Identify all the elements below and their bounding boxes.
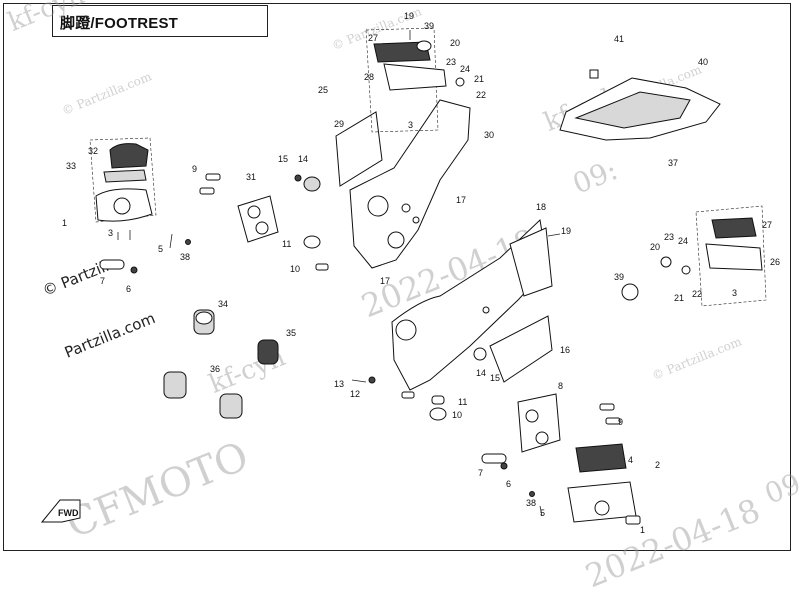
callout-24: 24 bbox=[460, 64, 470, 74]
callout-26: 26 bbox=[770, 257, 780, 267]
callout-21: 21 bbox=[474, 74, 484, 84]
callout-6: 6 bbox=[126, 284, 131, 294]
fwd-label: FWD bbox=[58, 508, 79, 518]
callout-39: 39 bbox=[424, 21, 434, 31]
callout-30: 30 bbox=[484, 130, 494, 140]
callout-38: 38 bbox=[526, 498, 536, 508]
callout-layer: 1123334556677899101011111213141415151617… bbox=[62, 11, 780, 535]
callout-5: 5 bbox=[540, 508, 545, 518]
callout-17: 17 bbox=[456, 195, 466, 205]
callout-4: 4 bbox=[628, 455, 633, 465]
callout-21: 21 bbox=[674, 293, 684, 303]
callout-16: 16 bbox=[560, 345, 570, 355]
callout-36: 36 bbox=[210, 364, 220, 374]
callout-19: 19 bbox=[404, 11, 414, 21]
callout-11: 11 bbox=[282, 239, 291, 249]
callout-11: 11 bbox=[458, 397, 467, 407]
title-box bbox=[52, 5, 268, 37]
callout-22: 22 bbox=[692, 289, 702, 299]
diagram-frame bbox=[3, 3, 791, 551]
callout-17: 17 bbox=[380, 276, 390, 286]
callout-27: 27 bbox=[368, 33, 378, 43]
callout-5: 5 bbox=[158, 244, 163, 254]
callout-15: 15 bbox=[278, 154, 288, 164]
main-left-bracket bbox=[335, 99, 471, 269]
fwd-arrow-icon bbox=[40, 499, 81, 523]
callout-22: 22 bbox=[476, 90, 486, 100]
callout-3: 3 bbox=[408, 120, 413, 130]
callout-6: 6 bbox=[506, 479, 511, 489]
callout-3: 3 bbox=[732, 288, 737, 298]
callout-10: 10 bbox=[290, 264, 300, 274]
callout-40: 40 bbox=[698, 57, 708, 67]
lower-right-assembly bbox=[351, 376, 641, 525]
callout-1: 1 bbox=[62, 218, 67, 228]
callout-2: 2 bbox=[655, 460, 660, 470]
callout-9: 9 bbox=[192, 164, 197, 174]
callout-7: 7 bbox=[100, 276, 105, 286]
left-bracket-assembly bbox=[199, 173, 329, 271]
callout-35: 35 bbox=[286, 328, 296, 338]
callout-27: 27 bbox=[762, 220, 772, 230]
callout-34: 34 bbox=[218, 299, 228, 309]
callout-23: 23 bbox=[664, 232, 674, 242]
callout-20: 20 bbox=[450, 38, 460, 48]
exploded-diagram: FWD 112333455667789910101111121314141515… bbox=[40, 11, 780, 535]
callout-20: 20 bbox=[650, 242, 660, 252]
callout-14: 14 bbox=[298, 154, 308, 164]
callout-28: 28 bbox=[364, 72, 374, 82]
callout-15: 15 bbox=[490, 373, 500, 383]
callout-33: 33 bbox=[66, 161, 76, 171]
callout-7: 7 bbox=[478, 468, 483, 478]
upper-footpeg-assembly bbox=[365, 27, 465, 133]
left-footpeg-assembly bbox=[89, 137, 191, 274]
callout-37: 37 bbox=[668, 158, 678, 168]
callout-1: 1 bbox=[640, 525, 645, 535]
callout-23: 23 bbox=[446, 57, 456, 67]
callout-12: 12 bbox=[350, 389, 360, 399]
callout-18: 18 bbox=[536, 202, 546, 212]
callout-14: 14 bbox=[476, 368, 486, 378]
rear-plate-assembly bbox=[559, 69, 721, 141]
diagram-title: 脚蹬/FOOTREST bbox=[60, 15, 179, 32]
callout-13: 13 bbox=[334, 379, 344, 389]
main-right-bracket bbox=[391, 218, 561, 391]
callout-19: 19 bbox=[561, 226, 571, 236]
callout-41: 41 bbox=[614, 34, 624, 44]
callout-3: 3 bbox=[108, 228, 113, 238]
callout-9: 9 bbox=[618, 417, 623, 427]
callout-38: 38 bbox=[180, 252, 190, 262]
callout-31: 31 bbox=[246, 172, 256, 182]
callout-32: 32 bbox=[88, 146, 98, 156]
right-footpeg-assembly bbox=[621, 205, 767, 307]
callout-10: 10 bbox=[452, 410, 462, 420]
callout-29: 29 bbox=[334, 119, 344, 129]
bushings bbox=[163, 309, 279, 419]
callout-39: 39 bbox=[614, 272, 624, 282]
callout-25: 25 bbox=[318, 85, 328, 95]
callout-8: 8 bbox=[558, 381, 563, 391]
callout-24: 24 bbox=[678, 236, 688, 246]
